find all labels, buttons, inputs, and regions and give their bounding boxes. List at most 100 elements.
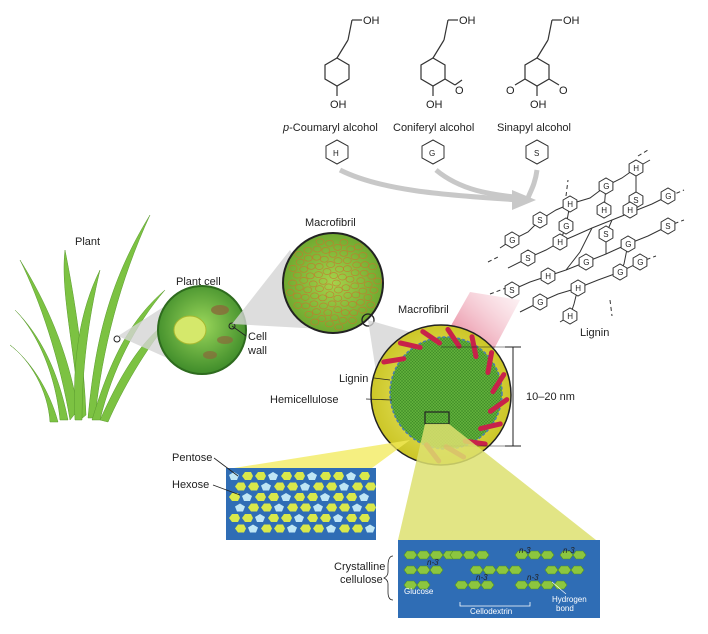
sugar-units <box>229 472 376 533</box>
pentose-unit <box>307 472 317 480</box>
lignin-unit-letter: S <box>509 286 514 295</box>
lignin-unit-letter: S <box>525 254 530 263</box>
fibril-outline <box>349 309 359 317</box>
fibril-outline <box>326 261 335 268</box>
hexagon-icon <box>596 201 612 219</box>
fibril-outline <box>358 252 368 259</box>
hydrogen-bond-label-1: Hydrogen <box>552 595 587 604</box>
zoom-marker-icon <box>361 313 375 327</box>
hexagon-icon <box>520 249 536 267</box>
plant-cell-label: Plant cell <box>176 276 221 288</box>
glucose-unit <box>467 580 482 590</box>
fibril-outline <box>334 323 344 331</box>
fibril-outline <box>351 291 361 299</box>
monolignol-sinapyl: OH OH O O Sinapyl alcohol S <box>497 15 580 165</box>
pentose-unit <box>339 482 349 491</box>
lignin-unit-letter: S <box>537 216 542 225</box>
crystalline-label-1: Crystalline <box>334 561 385 573</box>
macrofibril-label-2: Macrofibril <box>398 304 449 316</box>
methoxy-o: O <box>455 85 464 97</box>
pentose-unit <box>294 514 304 522</box>
n3-label: n-3 <box>527 573 539 582</box>
hexose-label: Hexose <box>172 479 209 491</box>
fibril-outline <box>353 243 363 251</box>
methoxy-o-right: O <box>559 85 568 97</box>
pentose-unit <box>274 503 284 512</box>
oh-bottom: OH <box>530 99 547 111</box>
hexagon-icon <box>532 211 548 229</box>
pentose-unit <box>255 514 265 522</box>
hexagon-icon <box>558 217 574 235</box>
fibril-outline <box>294 250 304 258</box>
fibril-outline <box>356 298 365 306</box>
lignin-unit-letter: H <box>633 164 639 173</box>
hexose-unit <box>294 493 305 501</box>
hexose-unit <box>346 514 357 522</box>
fibril-outline <box>333 257 343 264</box>
glucose-unit <box>480 580 495 590</box>
lignin-unit: H <box>570 279 586 297</box>
hexose-unit <box>281 472 292 480</box>
lignin-unit-letter: H <box>557 238 563 247</box>
hexose-unit <box>242 514 253 522</box>
fibril-outline <box>368 263 377 270</box>
hexose-unit <box>255 493 266 501</box>
lignin-unit: G <box>612 263 628 281</box>
fibril-outline <box>342 257 352 264</box>
fibril-outline <box>334 286 343 294</box>
lignin-unit: H <box>622 201 638 219</box>
arrow-s-to-lignin <box>525 169 540 199</box>
fibril-outline <box>294 284 304 291</box>
benzene-ring <box>324 57 350 87</box>
fibril-outline <box>310 318 320 326</box>
svg-text:p-Coumaryl alcohol: p-Coumaryl alcohol <box>282 122 378 134</box>
hexose-unit <box>229 493 240 501</box>
lignin-unit-letter: H <box>545 272 551 281</box>
n3-label: n-3 <box>519 546 531 555</box>
glucose-unit <box>572 550 587 560</box>
pentose-unit <box>235 503 245 512</box>
glucose-unit <box>544 565 559 575</box>
lignin-unit: G <box>632 253 648 271</box>
hexagon-icon <box>552 233 568 251</box>
fibril-outline <box>303 254 313 262</box>
lignin-unit-letter: H <box>627 206 633 215</box>
hexose-unit <box>307 514 318 522</box>
lignin-strand <box>490 372 507 395</box>
lignin-strand <box>487 397 510 414</box>
monolignol-name: Coniferyl alcohol <box>393 122 474 134</box>
n3-label: n-3 <box>427 558 439 567</box>
fibril-outline <box>292 271 302 279</box>
zoom-marker-icon <box>228 322 236 330</box>
hexose-unit <box>320 514 331 522</box>
n3-label: n-3 <box>476 573 488 582</box>
hexose-unit <box>326 503 337 512</box>
hexagon-icon <box>632 253 648 271</box>
plant-label: Plant <box>75 236 100 248</box>
pentose-unit <box>268 472 278 480</box>
hexose-unit <box>287 503 298 512</box>
benzene-ring <box>420 57 446 87</box>
fibril-outline <box>350 282 360 290</box>
fibril-outline <box>363 294 373 301</box>
fibril-outline <box>309 300 319 308</box>
pentose-unit <box>229 472 239 480</box>
macrofibril-label-1: Macrofibril <box>305 217 356 229</box>
pentose-unit <box>326 524 336 533</box>
glucose-unit <box>557 565 572 575</box>
plant-cell: Plant cell Cell wall <box>157 276 267 375</box>
hexose-unit <box>307 493 318 501</box>
fibril-outline <box>333 294 343 302</box>
hexagon-icon <box>578 253 594 271</box>
arrow-h-to-lignin <box>338 167 521 203</box>
cellulose-panel: n-3 n-3 n-3 n-3 n-3 Glucose Cellodextrin… <box>334 540 600 618</box>
lignin-unit: H <box>552 233 568 251</box>
hexose-unit <box>359 472 370 480</box>
lignin-unit: G <box>598 177 614 195</box>
oh-bottom: OH <box>426 99 443 111</box>
pentose-unit <box>281 493 291 501</box>
cell-wall-label-2: wall <box>247 345 267 357</box>
